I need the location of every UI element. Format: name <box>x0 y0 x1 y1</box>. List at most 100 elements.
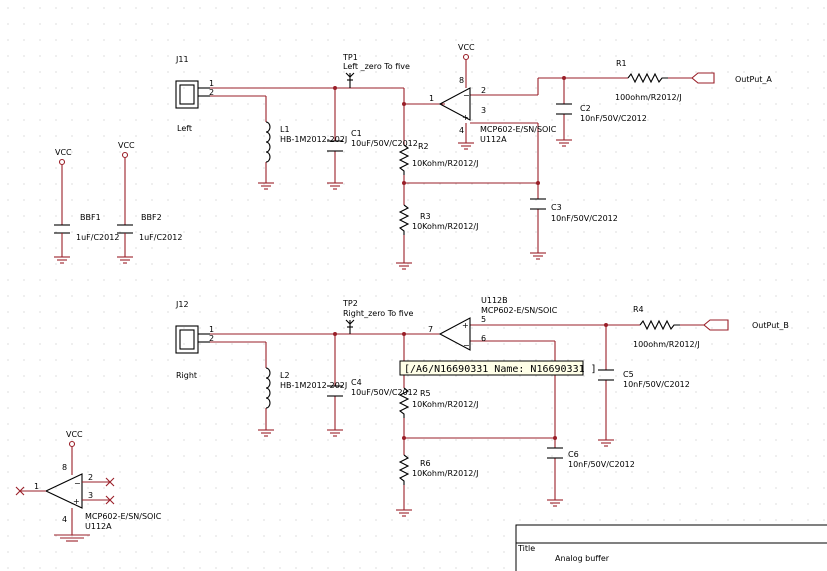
opamp-u112a[interactable]: 1 2 3 8 4 − + MCP602-E/SN/SOIC U112A <box>429 76 557 144</box>
resistor-r6[interactable]: R6 10Kohm/R2012/J <box>398 454 478 485</box>
decoupling-bbf1[interactable]: VCC BBF1 1uF/C2012 <box>54 148 119 264</box>
r3-value: 10Kohm/R2012/J <box>412 222 478 231</box>
resistor-r2[interactable]: R2 10Kohm/R2012/J <box>398 142 478 175</box>
capacitor-c3[interactable]: C3 10nF/50V/C2012 <box>530 198 618 223</box>
u112b-pos-pin: 5 <box>481 315 486 324</box>
c3-value: 10nF/50V/C2012 <box>551 214 618 223</box>
j12-pin1: 1 <box>209 325 214 334</box>
j12-ref: J12 <box>175 300 189 309</box>
r2-ref: R2 <box>418 142 429 151</box>
l2-value: HB-1M2012-202J <box>280 381 347 390</box>
testpoint-tp1[interactable]: TP1 Left _zero To five <box>342 53 410 88</box>
port-output-a-label: OutPut_A <box>735 75 772 84</box>
bbf1-ref: BBF1 <box>80 213 101 222</box>
ground-icon <box>327 182 343 190</box>
j12-label: Right <box>176 371 197 380</box>
vcc-label: VCC <box>458 43 475 52</box>
svg-text:−: − <box>463 341 470 350</box>
bbf1-vcc-label: VCC <box>55 148 72 157</box>
spare-ref: U112A <box>85 522 112 531</box>
bbf2-vcc-label: VCC <box>118 141 135 150</box>
bbf2-ref: BBF2 <box>141 213 162 222</box>
c5-ref: C5 <box>623 370 634 379</box>
j11-ref: J11 <box>175 55 189 64</box>
connector-j12[interactable]: J12 1 2 Right <box>175 300 214 380</box>
r3-ref: R3 <box>420 212 431 221</box>
l1-value: HB-1M2012-202J <box>280 135 347 144</box>
spare-neg-pin: 2 <box>88 473 93 482</box>
c4-ref: C4 <box>351 378 362 387</box>
capacitor-c2[interactable]: C2 10nF/50V/C2012 <box>556 103 647 123</box>
c1-ref: C1 <box>351 129 362 138</box>
u112b-out-pin: 7 <box>428 325 433 334</box>
u112b-neg-pin: 6 <box>481 334 486 343</box>
ground-icon <box>547 499 563 507</box>
title-block: Title Analog buffer <box>515 524 827 571</box>
capacitor-c6[interactable]: C6 10nF/50V/C2012 <box>547 447 635 469</box>
r6-value: 10Kohm/R2012/J <box>412 469 478 478</box>
r4-ref: R4 <box>633 305 644 314</box>
bbf1-value: 1uF/C2012 <box>76 233 119 242</box>
u112a-ref: U112A <box>480 135 507 144</box>
r5-ref: R5 <box>420 389 431 398</box>
testpoint-tp2[interactable]: TP2 Right_zero To five <box>342 299 413 334</box>
title-block-label: Title <box>517 544 535 553</box>
inductor-l1[interactable]: L1 HB-1M2012-202J <box>265 121 347 163</box>
u112a-out-pin: 1 <box>429 94 434 103</box>
spare-part: MCP602-E/SN/SOIC <box>85 512 162 521</box>
j11-pin2: 2 <box>209 88 214 97</box>
u112a-gnd-pin: 4 <box>459 126 464 135</box>
j11-pin1: 1 <box>209 79 214 88</box>
capacitor-c5[interactable]: C5 10nF/50V/C2012 <box>598 369 690 389</box>
svg-text:+: + <box>73 497 80 506</box>
j11-label: Left <box>177 124 192 133</box>
wires-channel-a <box>210 60 692 263</box>
net-tooltip: [/A6/N16690331 Name: N16690331 ] <box>399 360 597 376</box>
bbf2-value: 1uF/C2012 <box>139 233 182 242</box>
u112a-pos-pin: 3 <box>481 106 486 115</box>
wires-channel-b <box>210 323 704 510</box>
r4-value: 100ohm/R2012/J <box>633 340 700 349</box>
tp1-ref: TP1 <box>342 53 358 62</box>
vcc-symbol: VCC <box>458 43 475 61</box>
u112a-part: MCP602-E/SN/SOIC <box>480 125 557 134</box>
resistor-r3[interactable]: R3 10Kohm/R2012/J <box>398 204 478 235</box>
resistor-r5[interactable]: R5 10Kohm/R2012/J <box>398 387 478 418</box>
capacitor-c4[interactable]: C4 10uF/50V/C2012 <box>327 378 418 397</box>
u112a-vcc-pin: 8 <box>459 76 464 85</box>
ground-icon <box>258 182 274 190</box>
u112a-neg-pin: 2 <box>481 86 486 95</box>
port-output-a[interactable]: OutPut_A <box>691 72 772 84</box>
opamp-u112a-spare[interactable]: VCC 1 2 3 8 4 − + MCP602-E/SN/SOIC U112A <box>15 430 162 542</box>
inductor-l2[interactable]: L2 HB-1M2012-202J <box>265 367 347 409</box>
capacitor-c1[interactable]: C1 10uF/50V/C2012 <box>327 129 418 152</box>
c6-ref: C6 <box>568 450 579 459</box>
c6-value: 10nF/50V/C2012 <box>568 460 635 469</box>
c1-value: 10uF/50V/C2012 <box>351 139 418 148</box>
c3-ref: C3 <box>551 203 562 212</box>
opamp-u112b[interactable]: 7 5 6 + − U112B MCP602-E/SN/SOIC <box>428 296 558 351</box>
j12-pin2: 2 <box>209 334 214 343</box>
l2-ref: L2 <box>280 371 290 380</box>
decoupling-bbf2[interactable]: VCC BBF2 1uF/C2012 <box>117 141 182 264</box>
l1-ref: L1 <box>280 125 290 134</box>
r1-ref: R1 <box>616 59 627 68</box>
ground-icon <box>396 509 412 517</box>
r1-value: 100ohm/R2012/J <box>615 93 682 102</box>
r6-ref: R6 <box>420 459 431 468</box>
c5-value: 10nF/50V/C2012 <box>623 380 690 389</box>
ground-icon <box>258 429 274 437</box>
ground-icon <box>396 262 412 270</box>
title-block-value: Analog buffer <box>555 554 610 563</box>
u112b-ref: U112B <box>481 296 508 305</box>
resistor-r1[interactable]: R1 100ohm/R2012/J <box>615 59 682 102</box>
spare-pos-pin: 3 <box>88 491 93 500</box>
connector-j11[interactable]: J11 1 2 Left <box>175 55 214 133</box>
spare-vcc-label: VCC <box>66 430 83 439</box>
tp2-net: Right_zero To five <box>343 309 413 318</box>
ground-icon <box>458 142 474 150</box>
resistor-r4[interactable]: R4 100ohm/R2012/J <box>633 305 700 349</box>
c2-ref: C2 <box>580 104 591 113</box>
port-output-b[interactable]: OutPut_B <box>703 319 789 331</box>
